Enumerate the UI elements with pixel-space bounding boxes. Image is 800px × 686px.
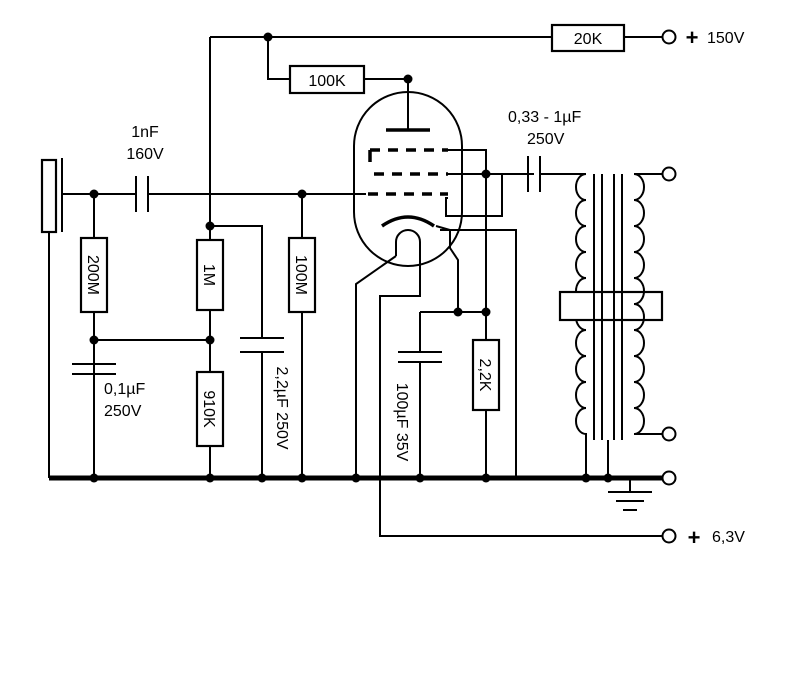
resistor-1m-label: 1M bbox=[200, 264, 217, 286]
resistor-20k-label: 20K bbox=[574, 31, 603, 48]
terminal-6v3: + 6,3V bbox=[661, 525, 745, 550]
capacitor-0-1uf-voltage: 250V bbox=[104, 403, 142, 420]
resistor-2-2k-label: 2,2K bbox=[476, 359, 493, 392]
capacitor-1nf: 1nF 160V bbox=[126, 124, 164, 212]
heater-lead-b bbox=[379, 256, 663, 537]
capacitor-100uf-label: 100µF 35V bbox=[393, 383, 410, 462]
resistor-910k: 910K bbox=[195, 370, 225, 448]
resistor-1m: 1M bbox=[195, 238, 225, 312]
resistor-910k-label: 910K bbox=[200, 390, 217, 428]
capacitor-2-2uf-label: 2,2µF 250V bbox=[273, 366, 290, 449]
capacitor-output-voltage: 250V bbox=[527, 131, 565, 148]
ground-symbol bbox=[608, 478, 652, 511]
resistor-200m-label: 200M bbox=[84, 255, 101, 295]
plus-sign-150v: + bbox=[686, 25, 699, 50]
resistor-100m: 100M bbox=[287, 194, 317, 478]
output-transformer bbox=[558, 166, 677, 478]
capacitor-output: 0,33 - 1µF 250V bbox=[508, 109, 586, 192]
ground-rail bbox=[49, 470, 677, 486]
resistor-100k-label: 100K bbox=[308, 73, 346, 90]
supply-6v3-label: 6,3V bbox=[712, 529, 745, 546]
resistor-200m: 200M bbox=[79, 194, 109, 478]
capacitor-2-2uf: 2,2µF 250V bbox=[240, 337, 290, 450]
capacitor-1nf-voltage: 160V bbox=[126, 146, 164, 163]
supply-rail-150v bbox=[209, 32, 663, 226]
resistor-20k: 20K bbox=[550, 23, 626, 53]
vacuum-tube bbox=[353, 91, 534, 478]
resistor-2-2k: 2,2K bbox=[471, 338, 501, 412]
terminal-150v: + 150V bbox=[661, 25, 745, 50]
capacitor-0-1uf-value: 0,1µF bbox=[104, 381, 145, 398]
capacitor-1nf-value: 1nF bbox=[131, 124, 159, 141]
heater-lead-a bbox=[355, 255, 397, 478]
resistor-100k: 100K bbox=[288, 64, 366, 95]
capacitor-0-1uf: 0,1µF 250V bbox=[72, 363, 145, 420]
plus-sign-6v3: + bbox=[688, 525, 701, 550]
capacitor-100uf: 100µF 35V bbox=[393, 351, 442, 462]
microphone-capsule bbox=[40, 158, 136, 478]
supply-150v-label: 150V bbox=[707, 30, 745, 47]
resistor-100m-label: 100M bbox=[292, 255, 309, 295]
capacitor-output-value: 0,33 - 1µF bbox=[508, 109, 581, 126]
